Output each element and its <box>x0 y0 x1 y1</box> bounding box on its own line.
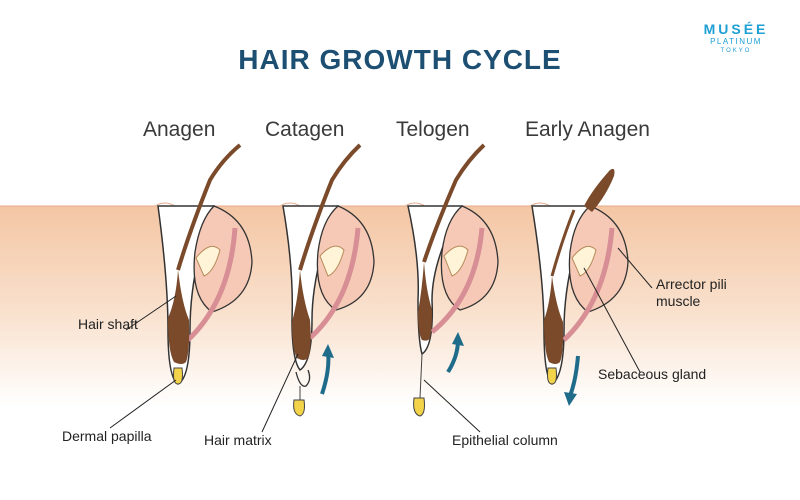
brand-logo: MUSÉE PLATINUM TOKYO <box>690 22 782 55</box>
follicle-catagen <box>282 143 375 417</box>
follicle-anagen <box>157 143 253 385</box>
stage-label-telogen: Telogen <box>396 118 470 141</box>
label-arrector-pili: Arrector pili muscle <box>656 276 727 309</box>
label-epithelial-column: Epithelial column <box>452 432 558 448</box>
stage-label-anagen: Anagen <box>143 118 216 141</box>
label-hair-shaft: Hair shaft <box>78 316 138 332</box>
label-dermal-papilla: Dermal papilla <box>62 428 152 444</box>
label-hair-matrix: Hair matrix <box>204 432 272 448</box>
logo-line-3: TOKYO <box>720 48 752 54</box>
diagram-title: HAIR GROWTH CYCLE <box>238 44 562 75</box>
logo-line-2: PLATINUM <box>710 37 762 46</box>
leader-hair-matrix <box>261 353 299 433</box>
stage-label-catagen: Catagen <box>265 118 345 141</box>
leader-hair-shaft <box>125 295 177 331</box>
follicle-telogen <box>407 143 499 417</box>
skin-layer <box>0 206 800 406</box>
leader-arrector-pili <box>617 247 653 289</box>
logo-line-1: MUSÉE <box>703 21 769 37</box>
label-sebaceous-gland: Sebaceous gland <box>598 366 707 382</box>
stage-label-early-anagen: Early Anagen <box>525 118 650 141</box>
follicle-early-anagen <box>531 168 629 406</box>
leader-sebaceous-gland <box>583 267 641 373</box>
leader-epithelial-column <box>423 379 481 433</box>
skin-surface <box>0 202 800 207</box>
leader-dermal-papilla <box>109 379 177 429</box>
